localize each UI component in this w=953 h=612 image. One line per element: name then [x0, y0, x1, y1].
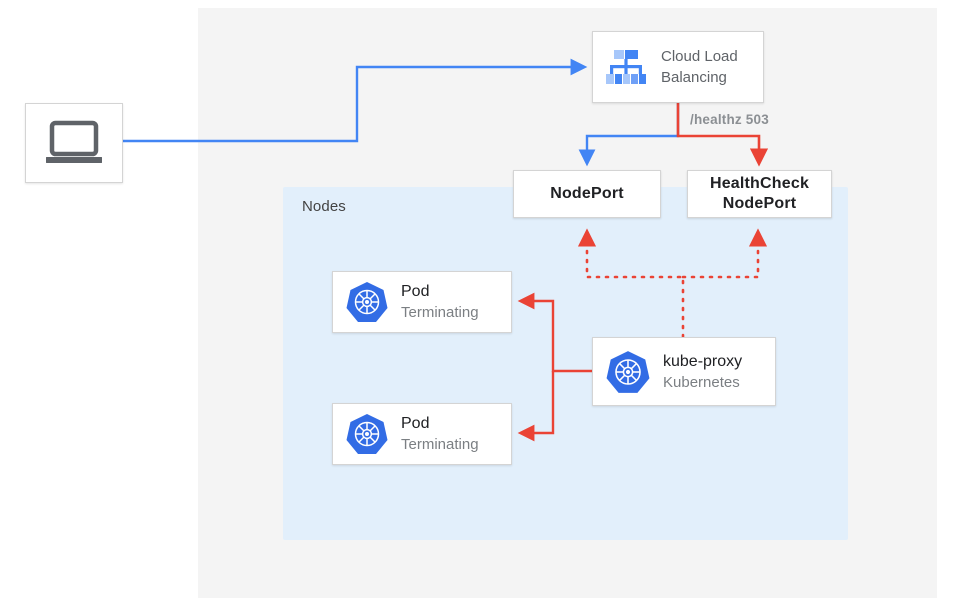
nodes-region-label: Nodes	[302, 198, 346, 215]
pod-1-text: Pod Terminating	[401, 281, 479, 323]
client-laptop-node[interactable]	[25, 103, 123, 183]
pod-1-status: Terminating	[401, 304, 479, 321]
kubernetes-icon	[606, 350, 650, 393]
pod-2-text: Pod Terminating	[401, 413, 479, 455]
kube-proxy-text: kube-proxy Kubernetes	[663, 351, 742, 393]
healthcheck-nodeport-label-line2: NodePort	[722, 195, 797, 212]
healthz-edge-label: /healthz 503	[690, 112, 769, 127]
nodeport-node[interactable]: NodePort	[513, 170, 661, 218]
cloud-load-balancing-title-line2: Balancing	[661, 69, 727, 86]
healthcheck-nodeport-label-line1: HealthCheck	[709, 175, 810, 192]
kubernetes-icon	[346, 414, 388, 454]
pod-node-2[interactable]: Pod Terminating	[332, 403, 512, 465]
pod-node-1[interactable]: Pod Terminating	[332, 271, 512, 333]
pod-2-title: Pod	[401, 415, 430, 432]
kube-proxy-node[interactable]: kube-proxy Kubernetes	[592, 337, 776, 406]
cloud-load-balancing-node[interactable]: Cloud Load Balancing	[592, 31, 764, 103]
pod-2-status: Terminating	[401, 436, 479, 453]
nodeport-label: NodePort	[550, 185, 624, 202]
cloud-load-balancing-icon	[606, 50, 646, 84]
laptop-icon	[46, 120, 102, 163]
cloud-load-balancing-title-line1: Cloud Load	[661, 48, 738, 65]
kube-proxy-subtitle: Kubernetes	[663, 373, 740, 391]
pod-1-title: Pod	[401, 283, 430, 300]
kubernetes-icon	[346, 282, 388, 322]
kube-proxy-title: kube-proxy	[663, 352, 743, 370]
healthcheck-nodeport-node[interactable]: HealthCheck NodePort	[687, 170, 832, 218]
cloud-load-balancing-label: Cloud Load Balancing	[661, 46, 738, 88]
healthcheck-nodeport-label: HealthCheck NodePort	[710, 174, 809, 214]
